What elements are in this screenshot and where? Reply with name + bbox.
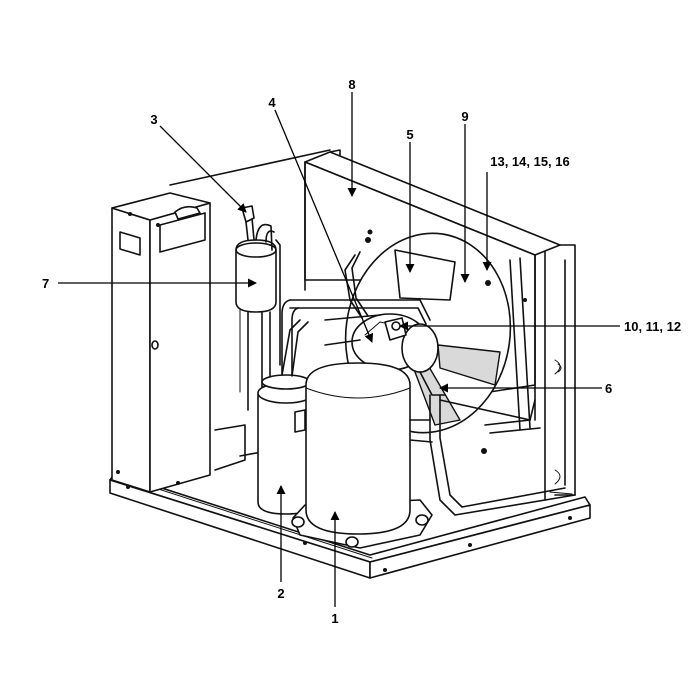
callout-labels: 1 2 3 4 5 6 7 8 9 10, 11, 12 13, 14, 15,… (42, 77, 681, 626)
callout-9: 9 (461, 109, 468, 124)
leader-3 (159, 125, 247, 213)
electrical-box (111, 192, 211, 493)
callout-4: 4 (268, 95, 276, 110)
callout-10-11-12: 10, 11, 12 (624, 319, 681, 334)
refrigerant-tubing (281, 257, 576, 516)
callout-1: 1 (331, 611, 338, 626)
leader-4 (274, 109, 374, 343)
compressor (291, 362, 433, 549)
callout-3: 3 (150, 112, 157, 127)
callout-7: 7 (42, 276, 49, 291)
rear-frame (169, 149, 576, 501)
fan-motor (351, 313, 446, 396)
callout-6: 6 (605, 381, 612, 396)
leader-lines (58, 92, 620, 607)
callout-5: 5 (406, 127, 413, 142)
receiver-tank (235, 205, 281, 411)
callout-8: 8 (348, 77, 355, 92)
callout-13-14-15-16: 13, 14, 15, 16 (490, 154, 570, 169)
callout-2: 2 (277, 586, 284, 601)
